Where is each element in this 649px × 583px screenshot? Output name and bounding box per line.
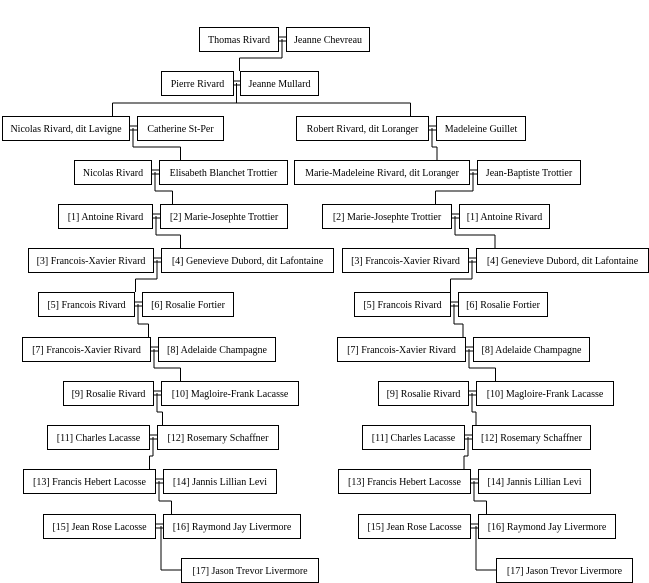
- person-r_fx1-b-label: [4] Genevieve Dubord, dit Lafontaine: [487, 256, 639, 267]
- person-l_francis-b-label: [14] Jannis Lillian Levi: [173, 477, 267, 488]
- person-l_jean-b-label: [16] Raymond Jay Livermore: [173, 522, 292, 533]
- person-r_fx2-a-label: [7] Francois-Xavier Rivard: [347, 345, 456, 356]
- person-r_francis-b-label: [14] Jannis Lillian Levi: [487, 477, 581, 488]
- person-l_fx2-b-label: [8] Adelaide Champagne: [167, 345, 268, 356]
- person-l_francis-a-box: [23, 469, 156, 494]
- person-nicolas_lavigne-b-box: [137, 116, 224, 141]
- person-r_jean-b-label: [16] Raymond Jay Livermore: [488, 522, 607, 533]
- person-l_jason-box: [181, 558, 319, 583]
- person-l_rosalie-b-label: [10] Magloire-Frank Lacasse: [172, 389, 289, 400]
- person-pierre-b-box: [240, 71, 319, 96]
- person-nicolas-b-label: Elisabeth Blanchet Trottier: [170, 168, 278, 179]
- person-l_charles-b-label: [12] Rosemary Schaffner: [168, 433, 270, 444]
- person-nicolas_lavigne-a-label: Nicolas Rivard, dit Lavigne: [10, 124, 122, 135]
- person-thomas-a-box: [199, 27, 279, 52]
- person-r_francois-a-box: [354, 292, 451, 317]
- person-l_fx1-a-label: [3] Francois-Xavier Rivard: [37, 256, 146, 267]
- person-l_rosalie-a-label: [9] Rosalie Rivard: [72, 389, 146, 400]
- person-l_francois-b-label: [6] Rosalie Fortier: [151, 300, 226, 311]
- person-l_antoine-a-label: [1] Antoine Rivard: [68, 212, 144, 223]
- person-r_charles-b-label: [12] Rosemary Schaffner: [481, 433, 583, 444]
- person-l_antoine-b-box: [160, 204, 288, 229]
- person-marie_madeleine-a-label: Marie-Madeleine Rivard, dit Loranger: [305, 168, 459, 179]
- person-l_charles-a-box: [47, 425, 150, 450]
- person-robert_loranger-a-box: [296, 116, 429, 141]
- person-l_fx2-a-box: [22, 337, 151, 362]
- person-r_francois-b-box: [458, 292, 548, 317]
- person-r_francis-a-label: [13] Francis Hebert Lacosse: [348, 477, 462, 488]
- person-pierre-b-label: Jeanne Mullard: [249, 79, 311, 90]
- person-r_charles-a-box: [362, 425, 465, 450]
- person-r_fx1-a-label: [3] Francois-Xavier Rivard: [351, 256, 460, 267]
- person-thomas-b-label: Jeanne Chevreau: [294, 35, 362, 46]
- person-r_francis-a-box: [338, 469, 471, 494]
- person-r_jean-a-label: [15] Jean Rose Lacosse: [367, 522, 462, 533]
- person-r_fx2-a-box: [337, 337, 466, 362]
- person-r_rosalie-b-box: [476, 381, 614, 406]
- person-l_antoine-b-label: [2] Marie-Josephte Trottier: [170, 212, 279, 223]
- person-thomas-a-label: Thomas Rivard: [208, 35, 270, 46]
- person-nicolas-b-box: [159, 160, 288, 185]
- person-nicolas_lavigne-b-label: Catherine St-Per: [147, 124, 214, 135]
- person-marie_madeleine-b-box: [477, 160, 581, 185]
- person-robert_loranger-a-label: Robert Rivard, dit Loranger: [307, 124, 419, 135]
- person-l_francois-a-label: [5] Francois Rivard: [47, 300, 125, 311]
- person-nicolas-a-label: Nicolas Rivard: [83, 168, 143, 179]
- person-r_francois-a-label: [5] Francois Rivard: [363, 300, 441, 311]
- person-l_fx2-b-box: [158, 337, 276, 362]
- person-l_francois-b-box: [142, 292, 234, 317]
- person-r_fx2-b-label: [8] Adelaide Champagne: [482, 345, 583, 356]
- person-r_jean-b-box: [478, 514, 616, 539]
- person-l_francis-b-box: [163, 469, 277, 494]
- person-nicolas_lavigne-a-box: [2, 116, 130, 141]
- person-r_marie_josephte-a-label: [2] Marie-Josephte Trottier: [333, 212, 442, 223]
- person-l_jean-a-box: [43, 514, 156, 539]
- person-r_marie_josephte-b-box: [459, 204, 550, 229]
- person-r_fx1-a-box: [342, 248, 469, 273]
- person-pierre-a-box: [161, 71, 234, 96]
- person-thomas-b-box: [286, 27, 370, 52]
- person-r_charles-a-label: [11] Charles Lacasse: [372, 433, 456, 444]
- person-marie_madeleine-b-label: Jean-Baptiste Trottier: [486, 168, 573, 179]
- person-robert_loranger-b-box: [436, 116, 526, 141]
- person-l_fx1-b-label: [4] Genevieve Dubord, dit Lafontaine: [172, 256, 324, 267]
- person-r_jean-a-box: [358, 514, 471, 539]
- person-r_charles-b-box: [472, 425, 591, 450]
- person-l_jean-b-box: [163, 514, 301, 539]
- person-l_fx1-b-box: [161, 248, 334, 273]
- person-l_jean-a-label: [15] Jean Rose Lacosse: [52, 522, 147, 533]
- person-l_rosalie-a-box: [63, 381, 154, 406]
- person-r_jason-label: [17] Jason Trevor Livermore: [507, 566, 623, 577]
- person-l_rosalie-b-box: [161, 381, 299, 406]
- person-r_francois-b-label: [6] Rosalie Fortier: [466, 300, 541, 311]
- person-robert_loranger-b-label: Madeleine Guillet: [445, 124, 518, 135]
- person-l_fx2-a-label: [7] Francois-Xavier Rivard: [32, 345, 141, 356]
- person-r_marie_josephte-b-label: [1] Antoine Rivard: [467, 212, 543, 223]
- person-l_francis-a-label: [13] Francis Hebert Lacosse: [33, 477, 147, 488]
- person-pierre-a-label: Pierre Rivard: [171, 79, 225, 90]
- person-l_charles-a-label: [11] Charles Lacasse: [57, 433, 141, 444]
- person-l_antoine-a-box: [58, 204, 153, 229]
- person-r_marie_josephte-a-box: [322, 204, 452, 229]
- person-r_fx2-b-box: [473, 337, 590, 362]
- person-l_fx1-a-box: [28, 248, 154, 273]
- person-marie_madeleine-a-box: [294, 160, 470, 185]
- person-nicolas-a-box: [74, 160, 152, 185]
- person-r_francis-b-box: [478, 469, 591, 494]
- person-r_rosalie-a-box: [378, 381, 469, 406]
- person-r_rosalie-b-label: [10] Magloire-Frank Lacasse: [487, 389, 604, 400]
- person-r_rosalie-a-label: [9] Rosalie Rivard: [387, 389, 461, 400]
- person-l_jason-label: [17] Jason Trevor Livermore: [192, 566, 308, 577]
- person-l_charles-b-box: [157, 425, 279, 450]
- person-l_francois-a-box: [38, 292, 135, 317]
